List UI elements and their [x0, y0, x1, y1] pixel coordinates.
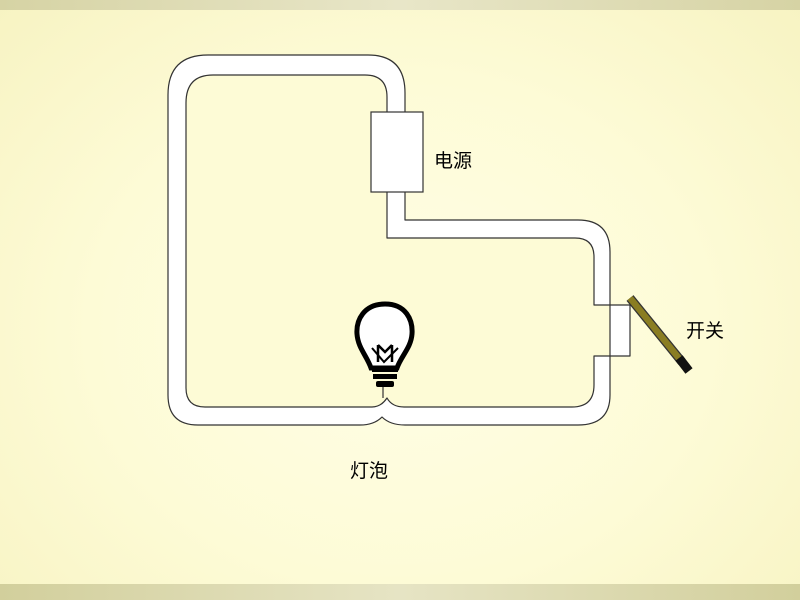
circuit-wire-inner — [185, 74, 611, 408]
top-border-bar — [0, 0, 800, 10]
switch-label: 开关 — [686, 320, 725, 342]
power-source — [370, 111, 424, 193]
bottom-border-bar — [0, 584, 800, 600]
switch-handle[interactable] — [675, 355, 693, 374]
switch[interactable] — [626, 295, 693, 374]
power-source-label: 电源 — [434, 150, 473, 172]
light-bulb-icon — [354, 301, 415, 398]
light-bulb-label: 灯泡 — [350, 460, 389, 482]
